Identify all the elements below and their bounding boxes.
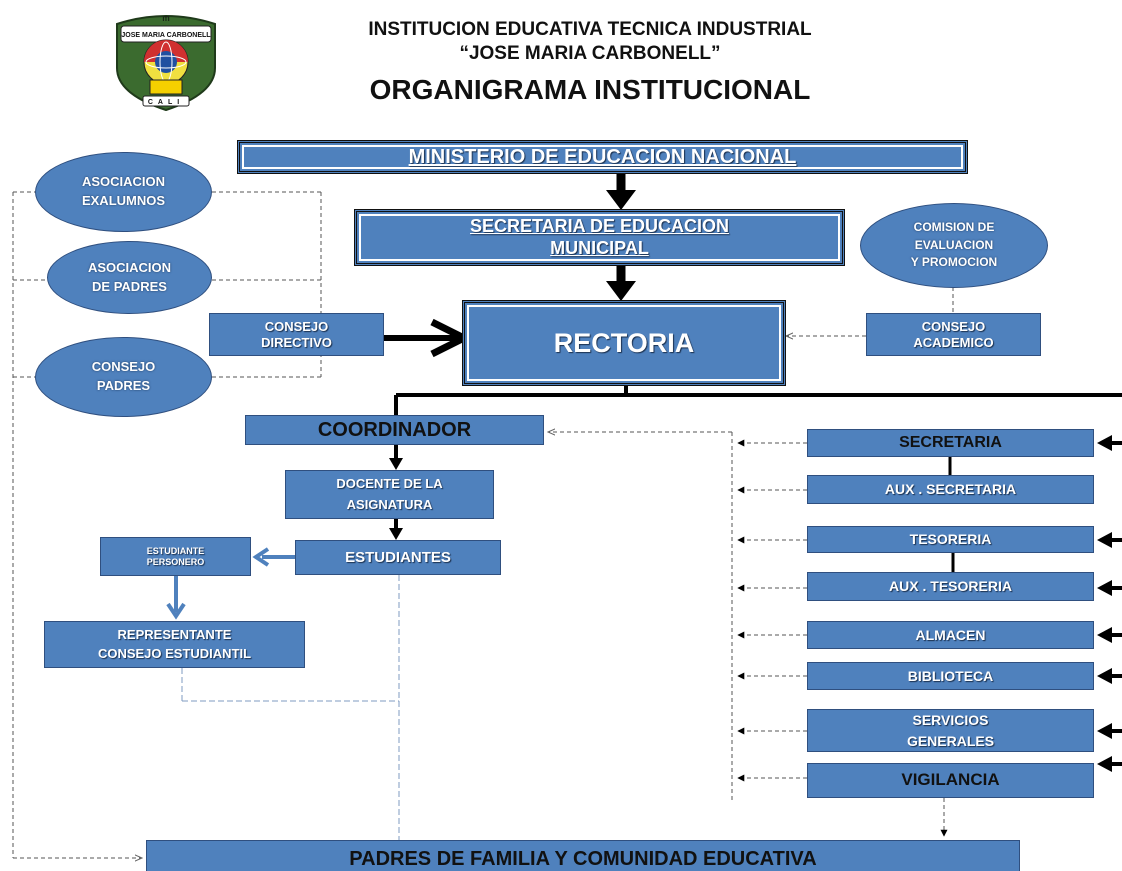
node-estudiantes-label: ESTUDIANTES bbox=[345, 548, 451, 566]
node-aux-secretaria-label: AUX . SECRETARIA bbox=[884, 481, 1017, 498]
node-asociacion-padres-label: ASOCIACION DE PADRES bbox=[87, 259, 172, 294]
logo-city-text: CALI bbox=[148, 99, 184, 106]
node-consejo-padres-label: CONSEJO PADRES bbox=[91, 359, 156, 393]
node-rectoria-label: RECTORIA bbox=[553, 327, 695, 358]
admin-dashed-bus bbox=[548, 432, 948, 837]
academic-dashed-links bbox=[786, 287, 954, 336]
institution-name: INSTITUCION EDUCATIVA TECNICA INDUSTRIAL bbox=[368, 19, 812, 40]
node-asociacion-padres: ASOCIACION DE PADRES bbox=[47, 241, 212, 314]
node-tesoreria-label: TESORERIA bbox=[909, 531, 992, 548]
node-servicios-generales: SERVICIOS GENERALES bbox=[807, 709, 1094, 752]
student-arrows bbox=[166, 547, 295, 620]
node-aux-secretaria: AUX . SECRETARIA bbox=[807, 475, 1094, 504]
logo-ring-text: JOSE MARIA CARBONELL bbox=[121, 32, 211, 39]
institution-quote-name: “JOSE MARIA CARBONELL” bbox=[459, 43, 721, 64]
node-secretaria: SECRETARIA bbox=[807, 429, 1094, 457]
node-asociacion-exalumnos-label: ASOCIACION EXALUMNOS bbox=[81, 174, 166, 208]
node-representante-label: REPRESENTANTE CONSEJO ESTUDIANTIL bbox=[97, 627, 252, 661]
node-consejo-directivo: CONSEJO DIRECTIVO bbox=[209, 313, 384, 356]
node-vigilancia: VIGILANCIA bbox=[807, 763, 1094, 798]
node-asociacion-exalumnos: ASOCIACION EXALUMNOS bbox=[35, 152, 212, 232]
node-docente-label: DOCENTE DE LA ASIGNATURA bbox=[336, 475, 443, 512]
node-representante: REPRESENTANTE CONSEJO ESTUDIANTIL bbox=[44, 621, 305, 668]
node-padres-familia: PADRES DE FAMILIA Y COMUNIDAD EDUCATIVA bbox=[146, 840, 1020, 871]
node-comision-evaluacion: COMISION DE EVALUACION Y PROMOCION bbox=[860, 203, 1048, 288]
node-consejo-academico-label: CONSEJO ACADEMICO bbox=[913, 318, 994, 350]
node-secretaria-municipal: SECRETARIA DE EDUCACION MUNICIPAL bbox=[354, 209, 845, 266]
right-edge-arrows bbox=[948, 435, 1122, 772]
node-ministerio: MINISTERIO DE EDUCACION NACIONAL bbox=[237, 140, 968, 174]
rectoria-bus bbox=[389, 382, 1122, 540]
node-tesoreria: TESORERIA bbox=[807, 526, 1094, 553]
node-docente: DOCENTE DE LA ASIGNATURA bbox=[285, 470, 494, 519]
node-biblioteca-label: BIBLIOTECA bbox=[907, 667, 994, 684]
node-secretaria-label: SECRETARIA bbox=[899, 434, 1002, 452]
node-servicios-generales-label: SERVICIOS GENERALES bbox=[906, 711, 995, 749]
node-aux-tesoreria: AUX . TESORERIA bbox=[807, 572, 1094, 601]
node-secretaria-municipal-label: SECRETARIA DE EDUCACION MUNICIPAL bbox=[469, 215, 729, 258]
node-vigilancia-label: VIGILANCIA bbox=[901, 770, 1000, 790]
node-consejo-directivo-label: CONSEJO DIRECTIVO bbox=[261, 318, 332, 350]
student-family-links bbox=[181, 575, 400, 840]
school-shield-logo: ITI JOSE MARIA CARBONELL CALI bbox=[116, 15, 216, 112]
node-ministerio-label: MINISTERIO DE EDUCACION NACIONAL bbox=[408, 146, 797, 168]
node-rectoria: RECTORIA bbox=[462, 300, 786, 386]
node-estudiantes: ESTUDIANTES bbox=[295, 540, 501, 575]
node-aux-tesoreria-label: AUX . TESORERIA bbox=[889, 578, 1012, 595]
logo-top-text: ITI bbox=[163, 17, 170, 23]
node-coordinador: COORDINADOR bbox=[245, 415, 544, 445]
node-comision-evaluacion-label: COMISION DE EVALUACION Y PROMOCION bbox=[910, 220, 998, 270]
node-consejo-academico: CONSEJO ACADEMICO bbox=[866, 313, 1041, 356]
node-padres-familia-label: PADRES DE FAMILIA Y COMUNIDAD EDUCATIVA bbox=[349, 848, 817, 870]
node-consejo-padres: CONSEJO PADRES bbox=[35, 337, 212, 417]
page-title: ORGANIGRAMA INSTITUCIONAL bbox=[369, 74, 811, 105]
node-biblioteca: BIBLIOTECA bbox=[807, 662, 1094, 690]
node-almacen-label: ALMACEN bbox=[915, 626, 986, 643]
node-estudiante-personero: ESTUDIANTE PERSONERO bbox=[100, 537, 251, 576]
node-almacen: ALMACEN bbox=[807, 621, 1094, 649]
node-coordinador-label: COORDINADOR bbox=[317, 419, 472, 441]
node-estudiante-personero-label: ESTUDIANTE PERSONERO bbox=[146, 545, 205, 567]
